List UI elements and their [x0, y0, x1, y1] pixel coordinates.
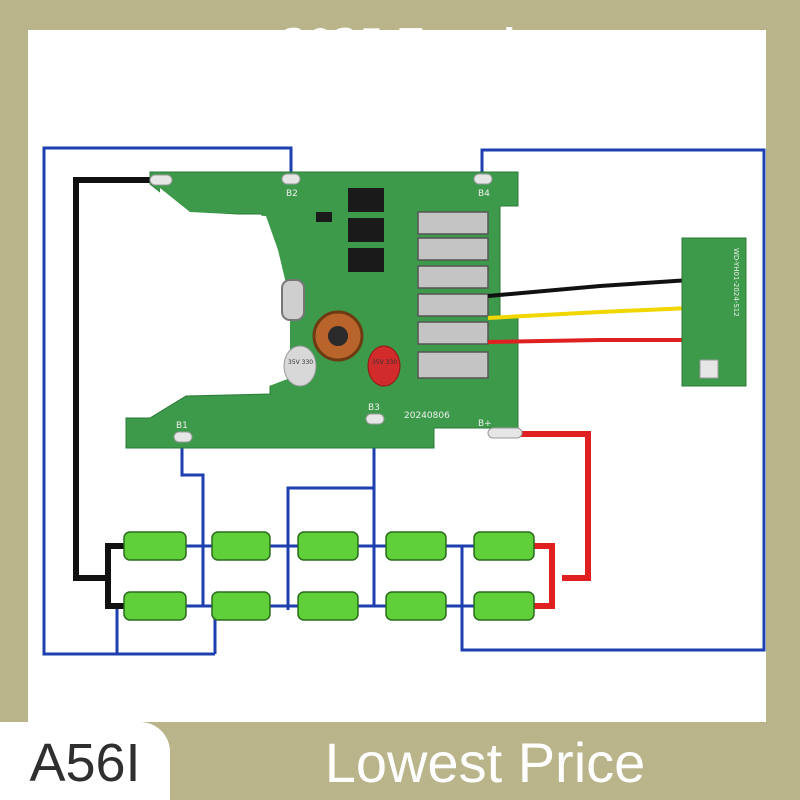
- ic-small: [316, 212, 332, 222]
- pad-b3: [365, 413, 385, 425]
- cell-bottom-3: [297, 591, 359, 621]
- terminal-6: [417, 351, 489, 379]
- pad-b2: [281, 173, 301, 185]
- pad-b4: [473, 173, 493, 185]
- mosfet-3: [348, 248, 384, 272]
- battery-pack: [123, 531, 535, 621]
- usb-c-port: [281, 279, 305, 321]
- label-date-code: 20240806: [404, 411, 450, 421]
- capacitor-left: [283, 345, 317, 387]
- terminal-1: [417, 211, 489, 235]
- terminal-4: [417, 293, 489, 317]
- black-signal-wire: [487, 278, 691, 298]
- banner-title: 2025 Trend: [282, 22, 518, 62]
- blue-wire-b1: [180, 440, 205, 606]
- yellow-signal-wire: [487, 306, 691, 320]
- black-wire-cells: [105, 543, 124, 609]
- label-pad-b4: B4: [478, 189, 490, 199]
- cell-bottom-5: [473, 591, 535, 621]
- cell-top-2: [211, 531, 271, 561]
- inductor-core: [328, 326, 348, 346]
- capacitor-right: [367, 345, 401, 387]
- mosfet-1: [348, 188, 384, 212]
- mosfet-2: [348, 218, 384, 242]
- label-cap-left: 35V 330: [288, 359, 313, 366]
- label-cap-right: 35V 330: [372, 359, 397, 366]
- cell-top-4: [385, 531, 447, 561]
- side-button: [699, 359, 719, 379]
- red-wire-positive: [520, 431, 591, 581]
- cell-bottom-4: [385, 591, 447, 621]
- black-wire-negative: [73, 177, 160, 581]
- red-wire-cells: [534, 543, 555, 609]
- red-signal-wire: [487, 338, 690, 344]
- blue-wire-right-loop: [460, 148, 766, 652]
- label-side-board: WD-YH01-2024-S12: [732, 248, 740, 317]
- label-pad-b3: B3: [368, 403, 380, 413]
- blue-wires: [42, 146, 766, 656]
- cell-top-1: [123, 531, 187, 561]
- pad-bplus: [487, 427, 523, 439]
- pad-bminus: [149, 174, 173, 186]
- price-label: Lowest Price: [324, 731, 646, 794]
- blue-wire-left-loop: [42, 146, 293, 656]
- pad-b1: [173, 431, 193, 443]
- pcb-cutout: [160, 188, 290, 404]
- terminal-5: [417, 321, 489, 345]
- label-pad-bplus: B+: [478, 419, 492, 429]
- label-pad-b1: B1: [176, 421, 188, 431]
- terminal-2: [417, 237, 489, 261]
- cell-bottom-1: [123, 591, 187, 621]
- label-pad-b2: B2: [286, 189, 298, 199]
- model-label: A56I: [29, 733, 141, 793]
- cell-bottom-2: [211, 591, 271, 621]
- cell-top-5: [473, 531, 535, 561]
- terminal-3: [417, 265, 489, 289]
- cell-top-3: [297, 531, 359, 561]
- model-box: [0, 722, 170, 800]
